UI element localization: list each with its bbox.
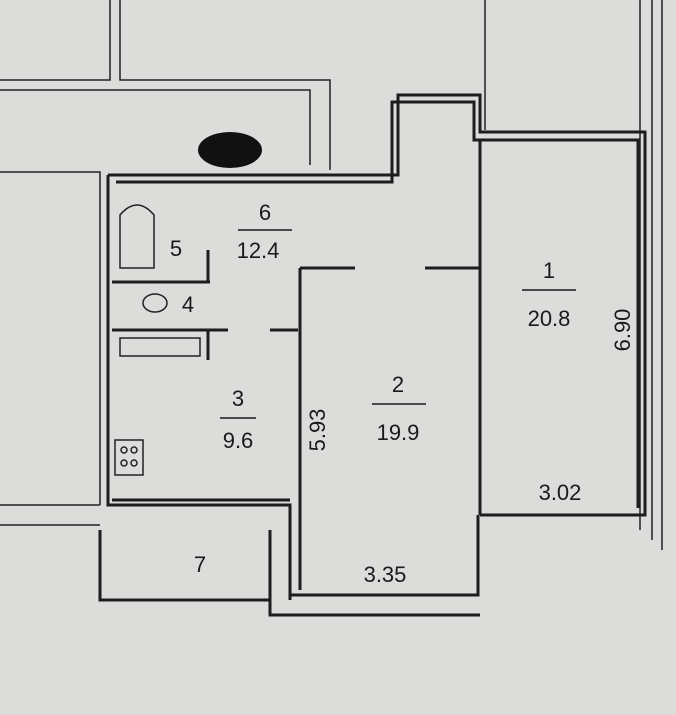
cabinet-icon — [119, 337, 201, 357]
room-3-number: 3 — [232, 386, 244, 411]
room-6-area: 12.4 — [237, 238, 280, 263]
room-1-number: 1 — [543, 258, 555, 283]
neighbor-walls — [0, 0, 663, 550]
bathtub-icon — [119, 204, 155, 269]
room-1-width-dimension: 3.02 — [539, 480, 582, 505]
room-2-area: 19.9 — [377, 420, 420, 445]
fixtures — [114, 132, 262, 476]
room-1-height-dimension: 6.90 — [610, 309, 635, 352]
toilet-icon — [142, 293, 168, 313]
redaction-mark — [198, 132, 262, 168]
apartment-outer-walls — [98, 93, 647, 617]
stove-icon — [114, 439, 144, 476]
room-2-height-dimension: 5.93 — [305, 409, 330, 452]
room-4-number: 4 — [182, 292, 194, 317]
room-1-area: 20.8 — [528, 306, 571, 331]
room-3-area: 9.6 — [223, 428, 254, 453]
room-7-number: 7 — [194, 552, 206, 577]
room-2-width-dimension: 3.35 — [364, 562, 407, 587]
room-6-number: 6 — [259, 200, 271, 225]
room-5-number: 5 — [170, 236, 182, 261]
interior-walls — [112, 140, 482, 590]
room-2-number: 2 — [392, 372, 404, 397]
